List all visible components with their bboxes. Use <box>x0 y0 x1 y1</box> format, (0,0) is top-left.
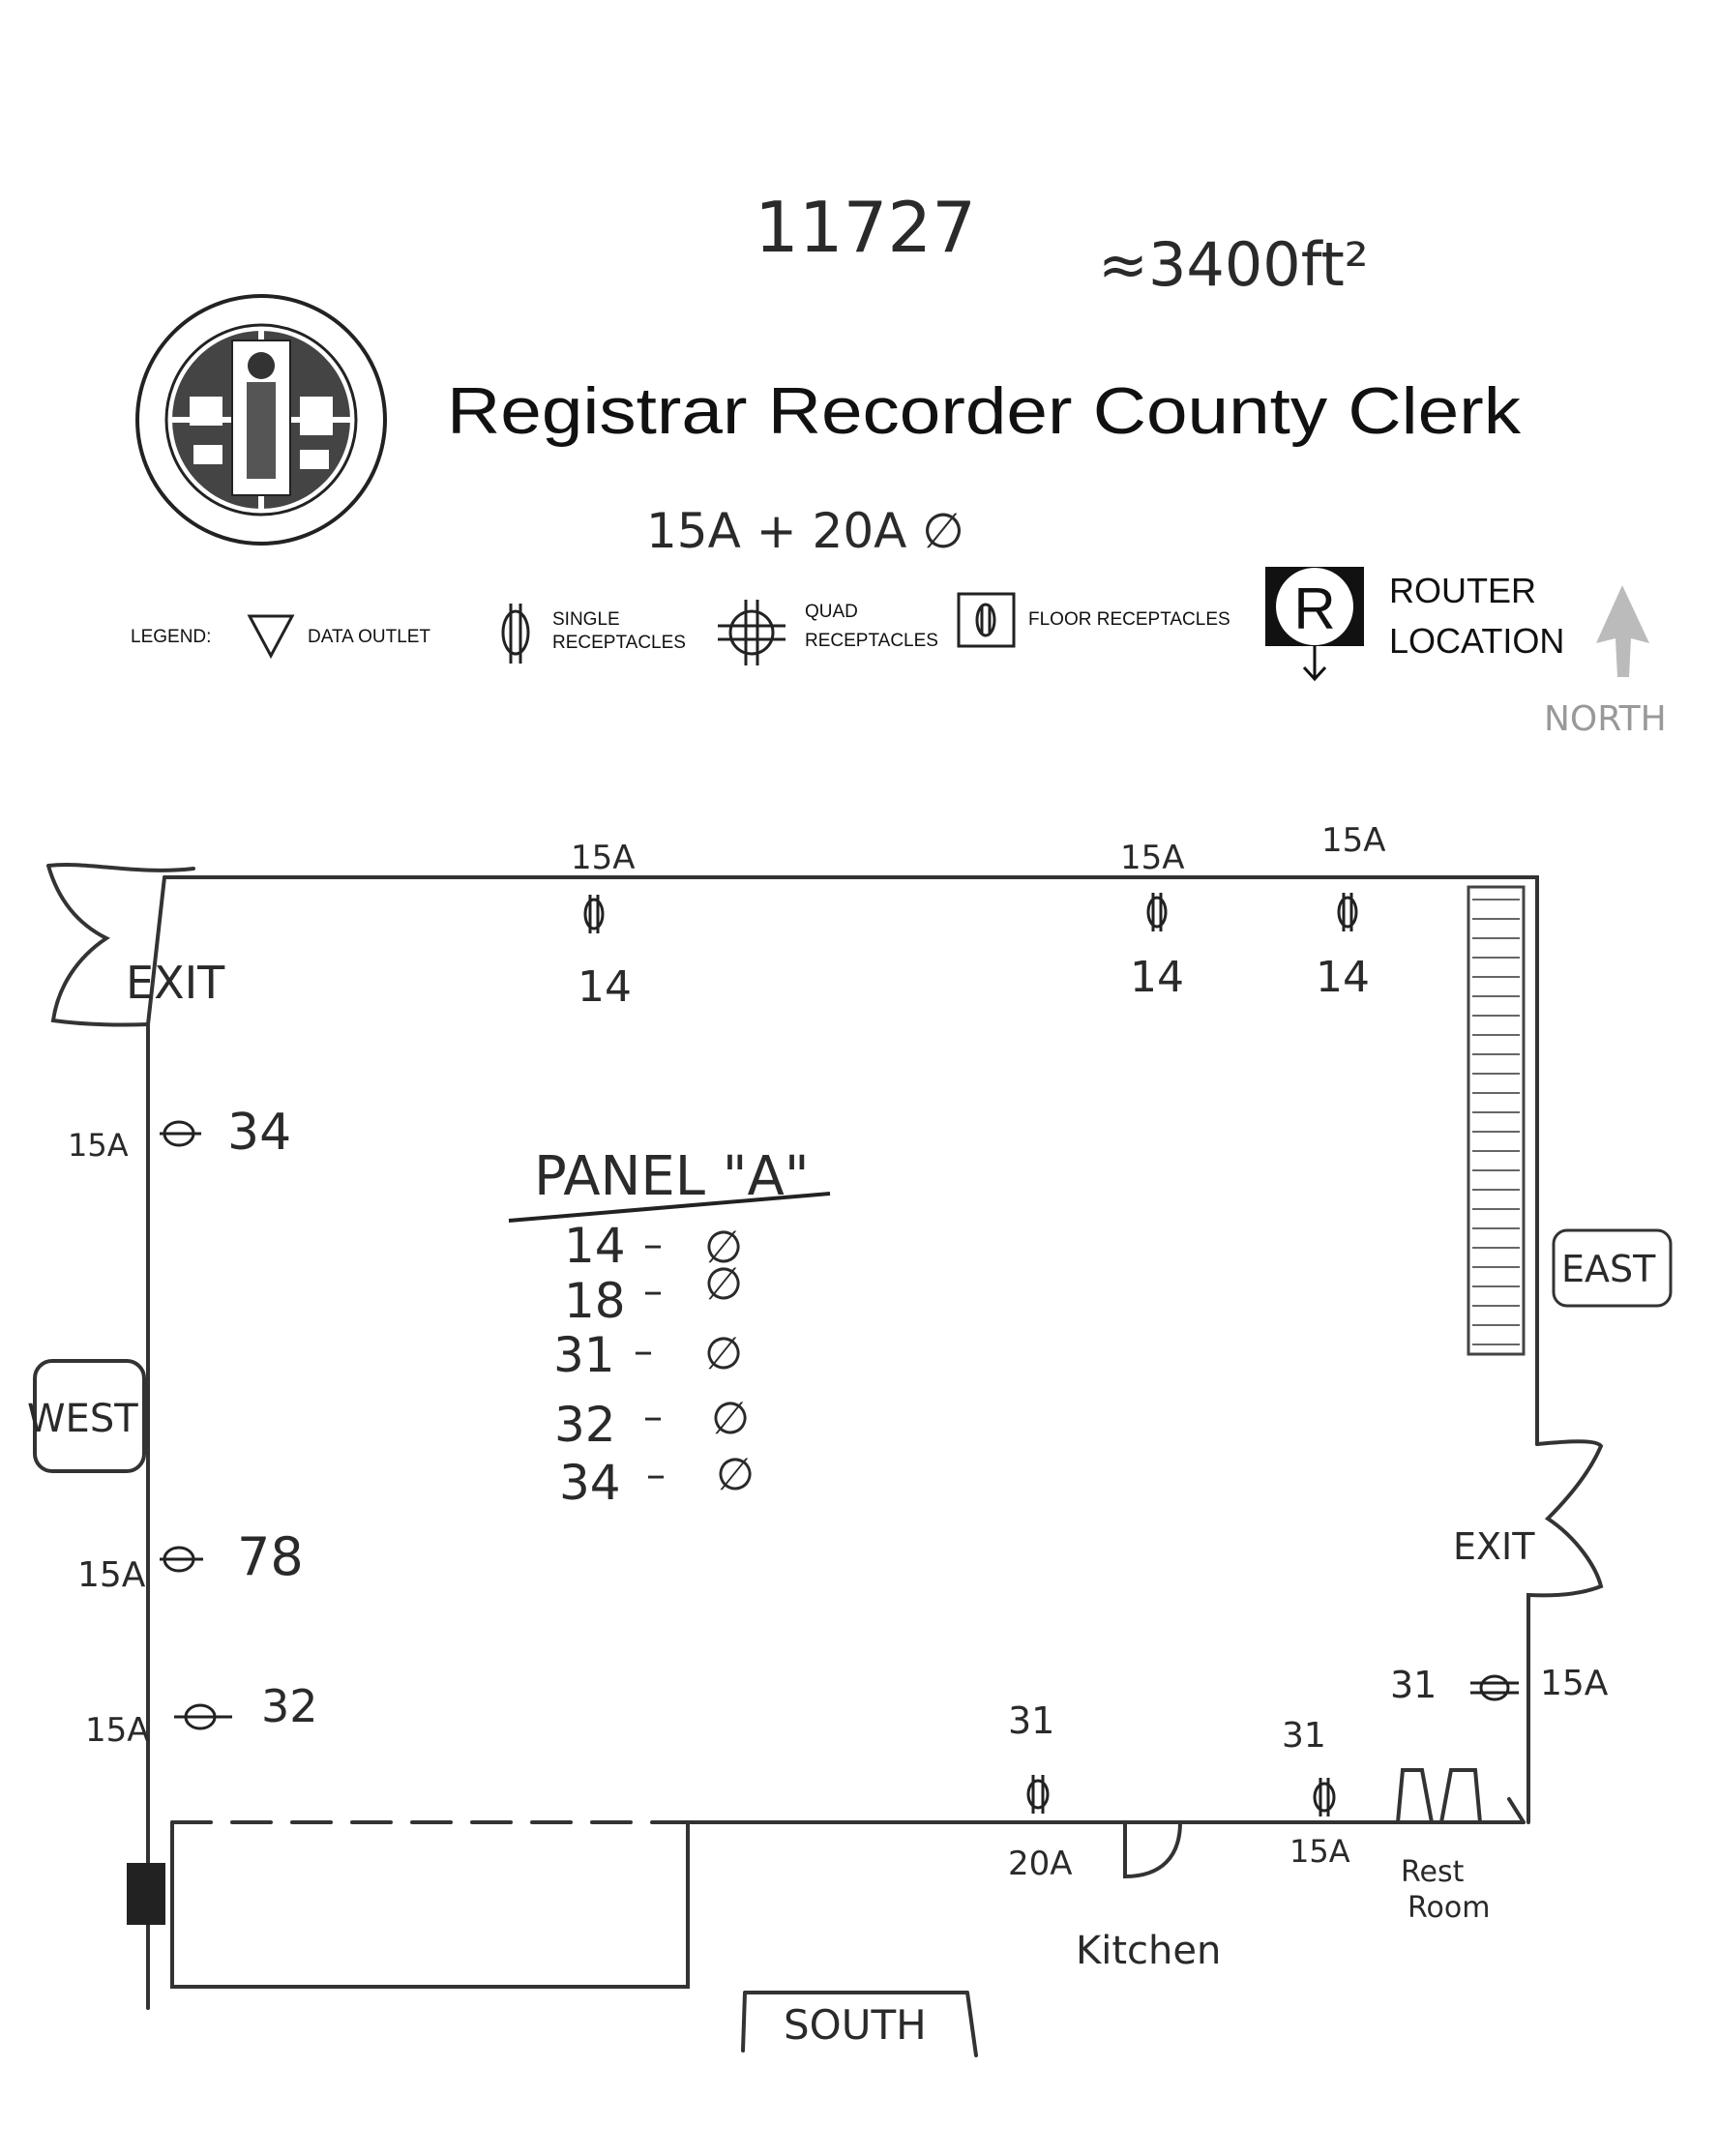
restroom-label-1: Rest <box>1401 1855 1465 1889</box>
restroom-label-2: Room <box>1408 1891 1490 1925</box>
legend-single-1: SINGLE <box>552 609 620 630</box>
svg-text:31: 31 <box>553 1327 615 1383</box>
legend-quad-2: RECEPTACLES <box>805 631 938 651</box>
west-outlet: 15A 32 <box>85 1680 318 1750</box>
panel-row: 18 – ∅ <box>564 1257 743 1329</box>
west-box <box>33 1359 146 1473</box>
east-label: EAST <box>1561 1248 1656 1290</box>
svg-text:32: 32 <box>554 1397 616 1453</box>
receptacle-icon <box>160 1120 201 1147</box>
svg-text:∅: ∅ <box>716 1448 755 1500</box>
north-arrow-icon <box>1596 585 1649 677</box>
svg-text:15A: 15A <box>571 839 636 877</box>
svg-text:–: – <box>646 1453 666 1497</box>
svg-text:34: 34 <box>559 1455 621 1511</box>
quad-receptacle-icon <box>718 600 785 665</box>
legend-label: LEGEND: <box>131 627 211 647</box>
svg-text:∅: ∅ <box>704 1257 743 1310</box>
receptacle-icon <box>160 1546 203 1573</box>
svg-text:31: 31 <box>1008 1699 1054 1742</box>
svg-text:14: 14 <box>578 962 632 1012</box>
svg-text:15A: 15A <box>1540 1664 1609 1703</box>
svg-text:31: 31 <box>1282 1716 1326 1756</box>
legend-router-1: ROUTER <box>1389 571 1536 610</box>
single-receptacle-icon <box>501 604 530 664</box>
single-receptacle-icon <box>1146 893 1168 931</box>
svg-text:15A: 15A <box>85 1711 150 1750</box>
legend: LEGEND: DATA OUTLET SINGLE RECEPTACLES Q… <box>131 567 1667 739</box>
county-seal-logo <box>135 294 387 546</box>
west-outlet: 15A 34 <box>68 1104 291 1164</box>
legend-quad-1: QUAD <box>805 602 858 622</box>
svg-text:–: – <box>643 1223 663 1267</box>
amperage-note: 15A + 20A ∅ <box>646 503 964 559</box>
svg-text:∅: ∅ <box>711 1392 750 1444</box>
panel-schedule: PANEL "A" 14 – ∅ 18 – ∅ 31 – ∅ 32 – ∅ 34… <box>508 1145 831 1511</box>
svg-text:–: – <box>634 1329 653 1373</box>
west-outlet: 15A 78 <box>77 1526 304 1595</box>
south-outlet: 31 20A <box>1008 1699 1073 1883</box>
svg-text:78: 78 <box>237 1526 304 1587</box>
north-label: NORTH <box>1544 699 1667 739</box>
single-receptacle-icon <box>583 895 605 933</box>
exit-east-label: EXIT <box>1453 1525 1535 1568</box>
panel-row: 32 – ∅ <box>554 1392 750 1453</box>
data-outlet-icon <box>247 614 295 660</box>
svg-text:15A: 15A <box>1120 839 1185 877</box>
svg-text:–: – <box>643 1395 663 1439</box>
exit-west-label: EXIT <box>126 957 225 1009</box>
svg-text:18: 18 <box>564 1273 626 1329</box>
top-outlet: 15A 14 <box>571 839 636 1012</box>
svg-text:–: – <box>643 1269 663 1314</box>
svg-text:15A: 15A <box>1321 821 1386 860</box>
west-label: WEST <box>27 1397 138 1441</box>
svg-text:32: 32 <box>261 1680 318 1732</box>
south-label: SOUTH <box>784 2001 927 2049</box>
legend-router-2: LOCATION <box>1389 621 1564 661</box>
area-note: ≈3400ft² <box>1098 229 1369 300</box>
south-box <box>741 1991 978 2057</box>
single-receptacle-icon <box>1337 893 1358 931</box>
svg-text:15A: 15A <box>77 1555 146 1595</box>
east-box <box>1552 1228 1673 1308</box>
south-outlet: 31 15A <box>1282 1716 1350 1870</box>
panel-underline <box>508 1192 831 1223</box>
east-outlet: 31 15A <box>1390 1664 1609 1706</box>
svg-text:20A: 20A <box>1008 1845 1073 1883</box>
floor-plan-walls <box>46 862 1604 2010</box>
svg-text:15A: 15A <box>1289 1833 1350 1870</box>
svg-text:15A: 15A <box>68 1127 129 1164</box>
svg-text:14: 14 <box>1130 953 1184 1002</box>
svg-text:34: 34 <box>227 1104 291 1162</box>
kitchen-label: Kitchen <box>1076 1929 1221 1973</box>
svg-text:14: 14 <box>564 1218 626 1274</box>
router-icon: R <box>1265 567 1364 682</box>
top-outlet: 15A 14 <box>1316 821 1386 1002</box>
legend-data-outlet: DATA OUTLET <box>308 627 430 647</box>
svg-text:∅: ∅ <box>704 1221 743 1273</box>
top-outlet: 15A 14 <box>1120 839 1185 1002</box>
floor-receptacle-icon <box>957 592 1016 648</box>
svg-text:14: 14 <box>1316 953 1370 1002</box>
svg-text:31: 31 <box>1390 1664 1437 1706</box>
panel-row: 31 – ∅ <box>553 1327 743 1383</box>
job-number: 11727 <box>755 187 976 268</box>
svg-text:R: R <box>1293 576 1335 641</box>
receptacle-icon <box>174 1703 232 1730</box>
receptacle-icon <box>1470 1674 1519 1701</box>
page-title: Registrar Recorder County Clerk <box>447 374 1522 448</box>
legend-single-2: RECEPTACLES <box>552 633 686 653</box>
single-receptacle-icon <box>1026 1775 1050 1814</box>
panel-row: 34 – ∅ <box>559 1448 755 1511</box>
panel-row: 14 – ∅ <box>564 1218 743 1274</box>
svg-text:∅: ∅ <box>704 1327 743 1379</box>
legend-floor: FLOOR RECEPTACLES <box>1028 609 1230 630</box>
single-receptacle-icon <box>1313 1778 1336 1816</box>
